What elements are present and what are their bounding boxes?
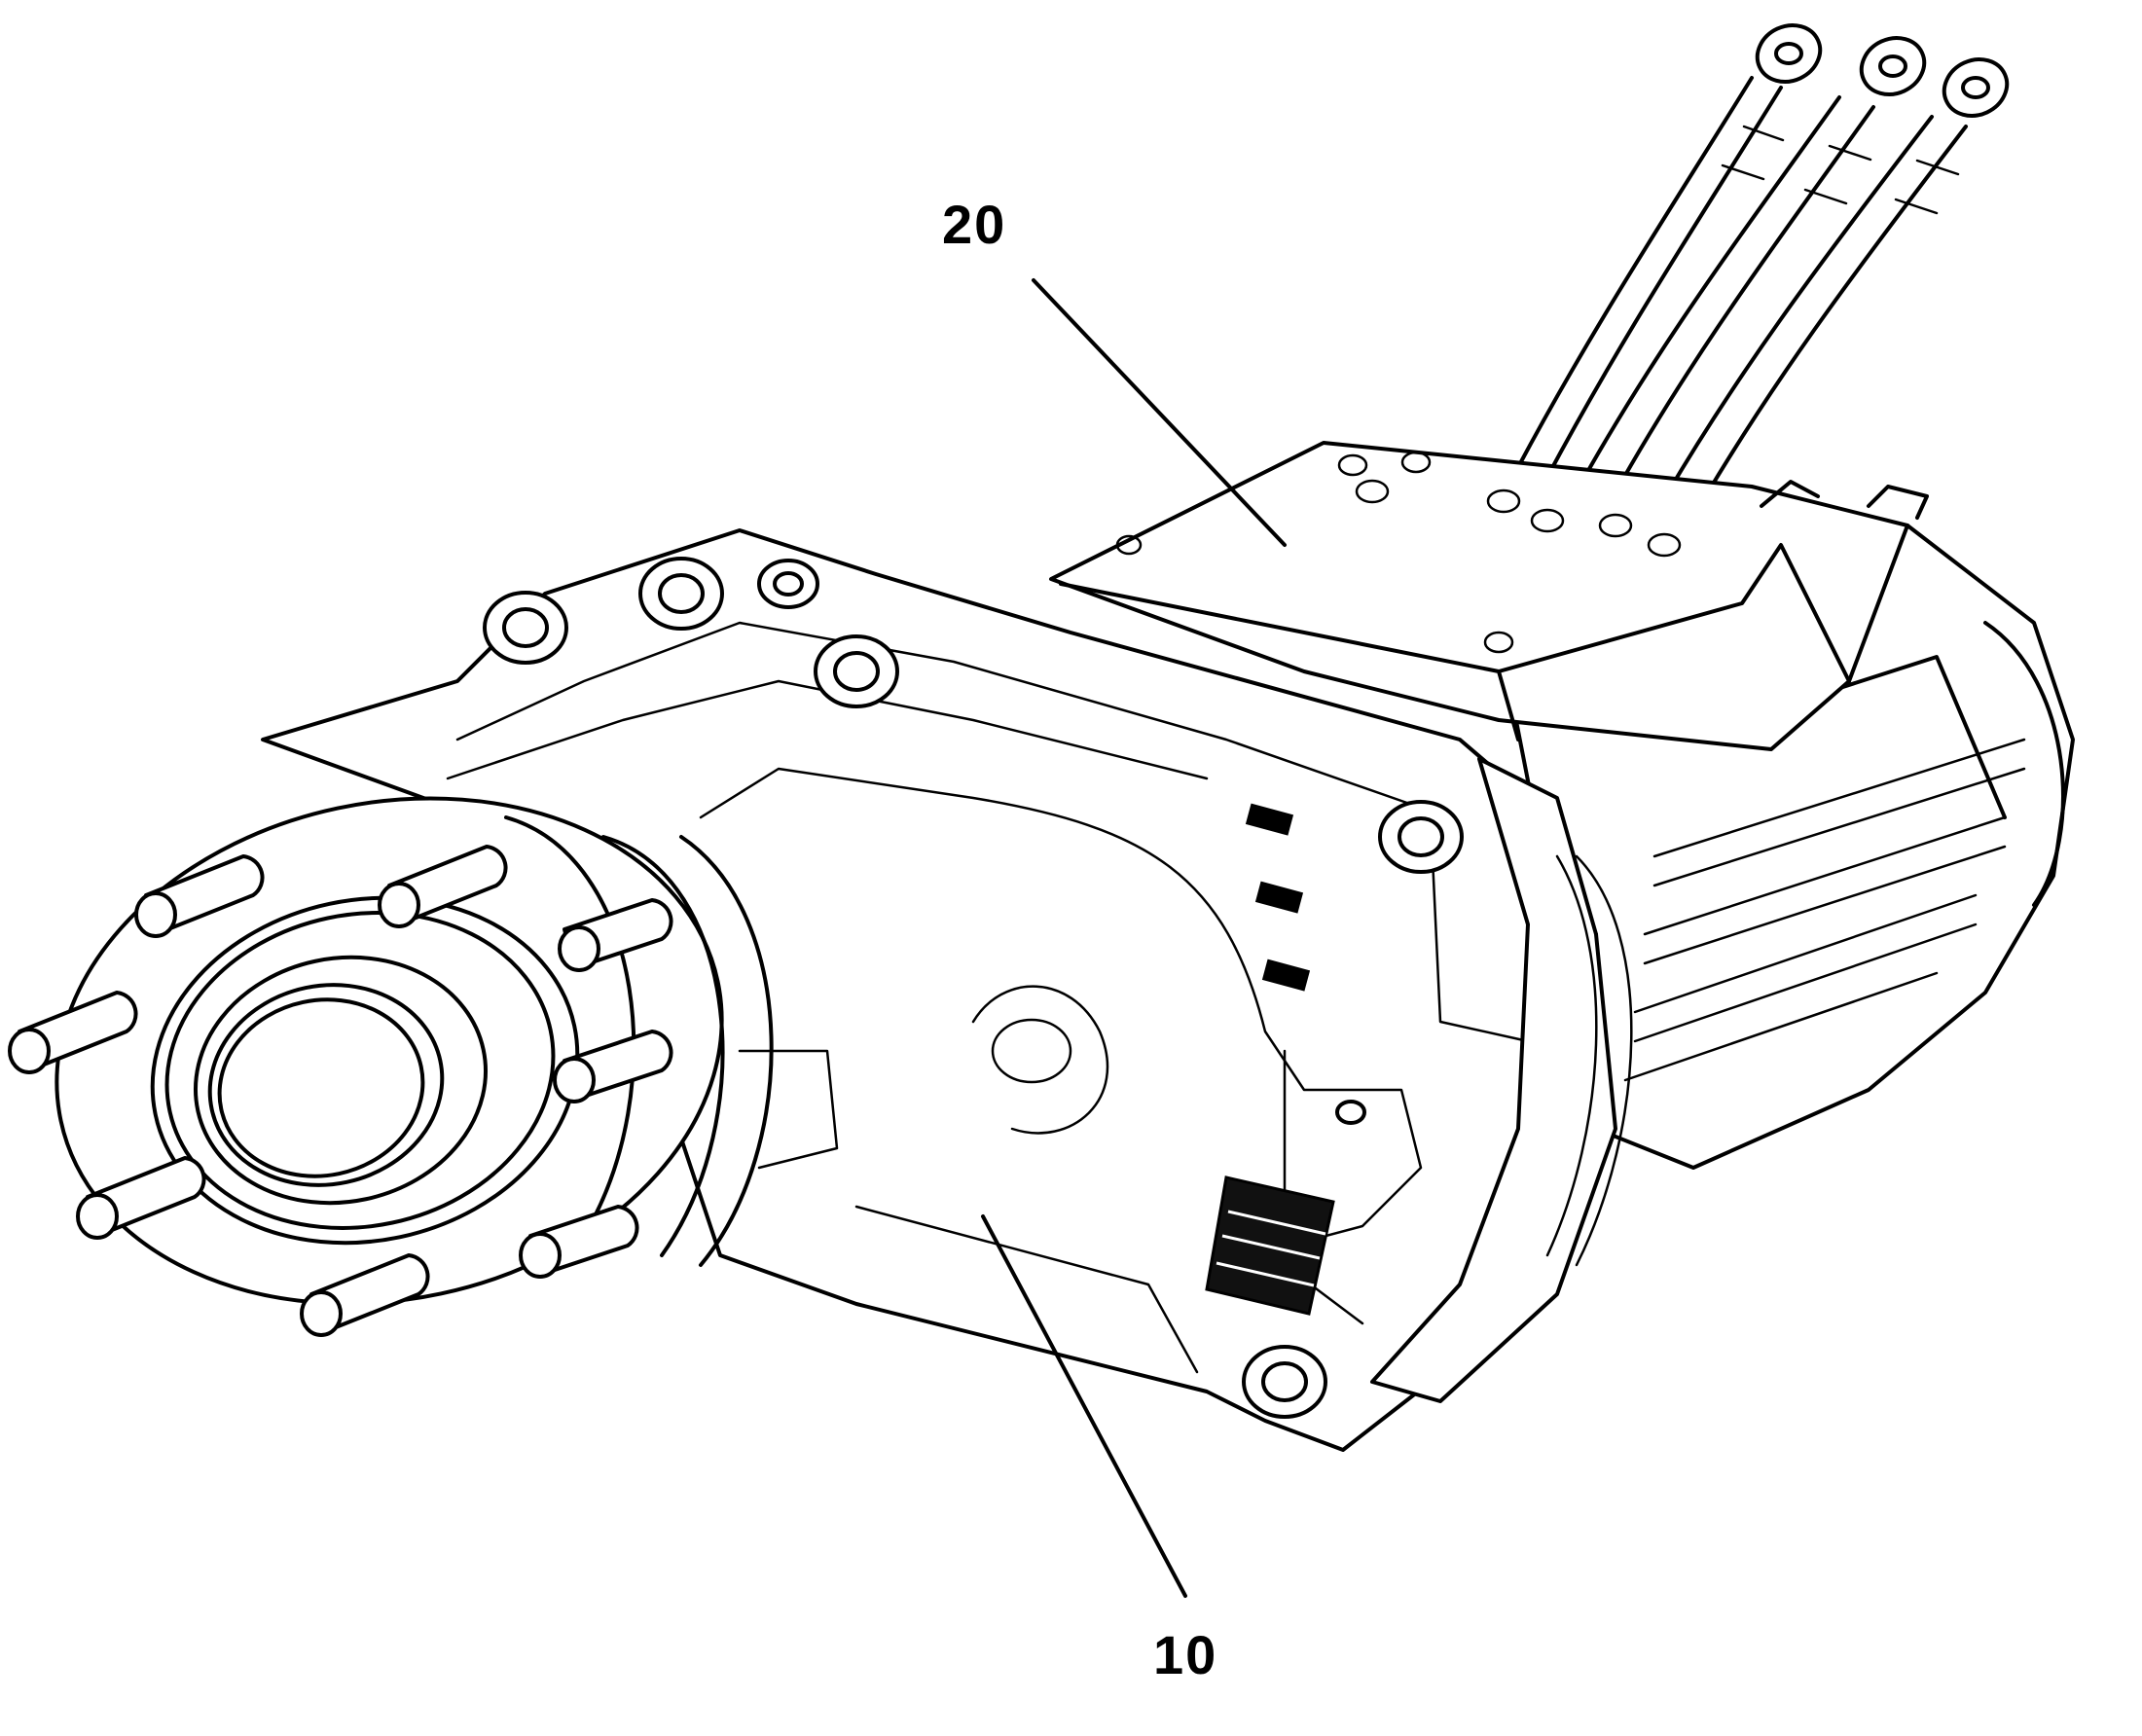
wheel-hub (54, 796, 774, 1306)
leader-line-20 (1032, 278, 1287, 547)
wheel-stud-icons (8, 845, 673, 1337)
cable-lug-icons (1755, 23, 2010, 118)
reference-numeral-20: 20 (942, 194, 1007, 255)
leader-line-10 (981, 1214, 1187, 1598)
nameplate (1205, 1175, 1335, 1316)
housing-bolt-bosses (483, 557, 1464, 1419)
power-cables (1516, 76, 1968, 527)
reference-numeral-10: 10 (1153, 1624, 1218, 1685)
terminal-box (1049, 441, 1929, 751)
housing-marking (1245, 803, 1311, 992)
